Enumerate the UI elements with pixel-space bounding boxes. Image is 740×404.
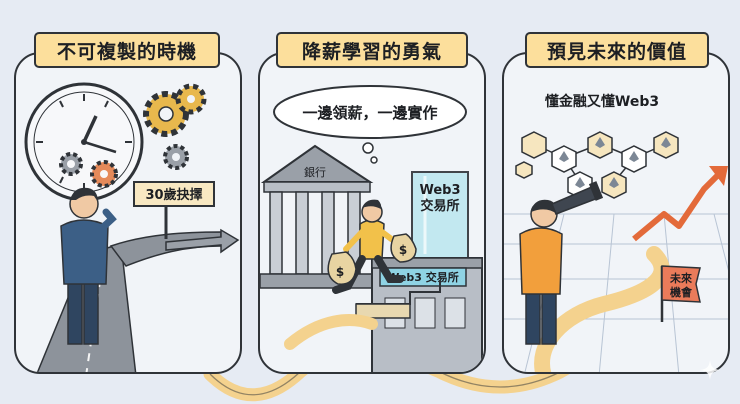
decision-sign: 30歲抉擇 (133, 181, 215, 239)
panel-title-future: 預見未來的價值 (525, 32, 709, 68)
climbing-man (332, 199, 404, 294)
road-arrow-icon (165, 228, 240, 254)
panel-courage: 一邊領薪，一邊實作 銀行 Web3 交易所 (258, 52, 486, 374)
future-caption: 懂金融又懂Web3 (545, 93, 659, 110)
svg-text:$: $ (336, 265, 344, 279)
panel-future: 懂金融又懂Web3 (502, 52, 730, 374)
svg-text:$: $ (399, 243, 407, 257)
panel-future-art: 懂金融又懂Web3 (504, 93, 728, 372)
panel-title-courage: 降薪學習的勇氣 (276, 32, 468, 68)
clock-icon (24, 82, 144, 202)
sparkle-icon (700, 360, 720, 380)
bank-label: 銀行 (304, 165, 326, 179)
panel-timing-art: 30歲抉擇 (24, 82, 240, 372)
ethereum-icon (515, 131, 679, 199)
panel-courage-art: 一邊領薪，一邊實作 銀行 Web3 交易所 (260, 85, 483, 372)
sign-text: 30歲抉擇 (145, 187, 202, 203)
telescope-icon (551, 181, 604, 215)
panel-timing: 30歲抉擇 (14, 52, 242, 374)
flag-line1: 未來 (669, 271, 692, 285)
thought-bubble: 一邊領薪，一邊實作 (273, 85, 467, 164)
trend-arrow-icon (632, 166, 728, 242)
flag-line2: 機會 (670, 285, 693, 299)
man-with-telescope (519, 199, 563, 345)
exchange-label-line2: 交易所 (420, 198, 459, 214)
exchange-label-line1: Web3 (419, 183, 460, 198)
thought-text: 一邊領薪，一邊實作 (302, 104, 437, 122)
gear-icon (59, 83, 207, 188)
panel-title-timing: 不可複製的時機 (34, 32, 220, 68)
thinking-man (60, 187, 117, 345)
flag-icon: 未來 機會 (660, 265, 701, 322)
bank-icon: 銀行 (260, 144, 375, 289)
money-bag-icon: $ $ (327, 233, 417, 285)
